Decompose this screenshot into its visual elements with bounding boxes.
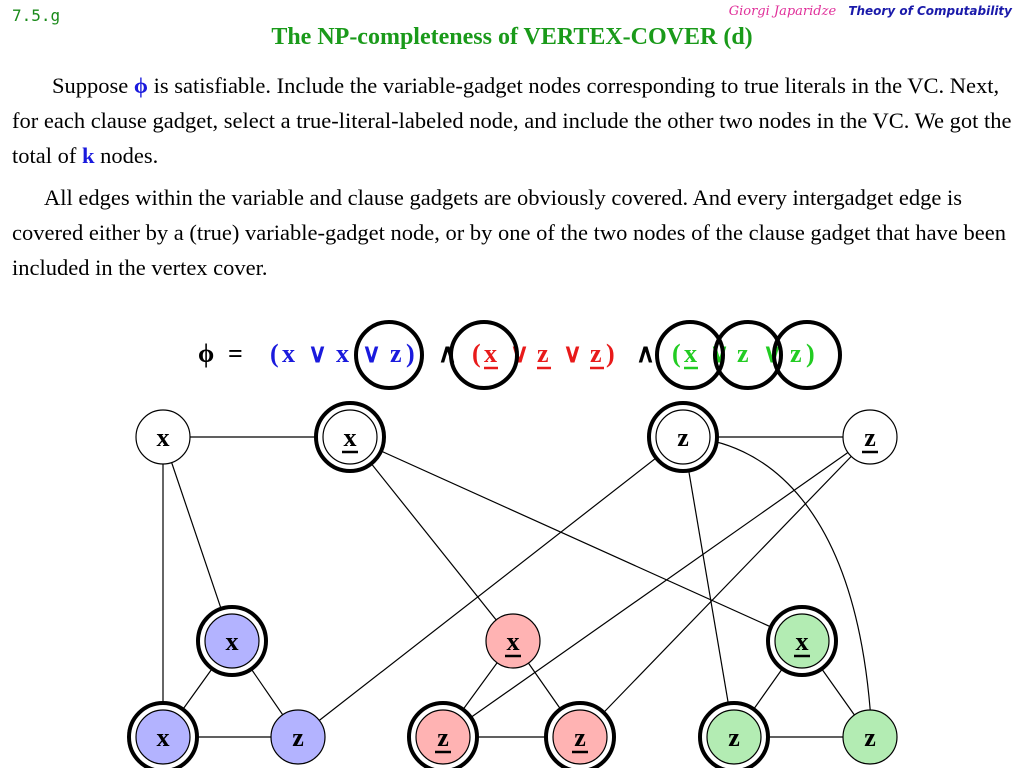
- graph-nodes: x x z z x x z x z z x z z: [127, 401, 898, 768]
- formula-cover-rings: [354, 320, 842, 390]
- graph-edges: [162, 436, 873, 738]
- graph-node: z: [647, 401, 719, 473]
- p1-part-d: nodes.: [100, 143, 159, 168]
- node-circle: [204, 613, 260, 669]
- graph-node: x: [135, 409, 191, 465]
- node-label: z: [864, 423, 876, 452]
- graph-edge: [442, 436, 871, 738]
- formula-literal: x: [336, 339, 349, 368]
- node-label: x: [344, 423, 357, 452]
- node-circle: [135, 409, 191, 465]
- p2-text: All edges within the variable and clause…: [12, 185, 1006, 280]
- formula-literal: z: [390, 339, 402, 368]
- formula-and: ∧: [636, 339, 655, 368]
- paragraph-2: All edges within the variable and clause…: [12, 180, 1012, 285]
- node-circle: [552, 709, 608, 765]
- graph-edge: [297, 436, 684, 738]
- node-label: z: [437, 723, 449, 752]
- node-circle: [322, 409, 378, 465]
- node-label: x: [226, 627, 239, 656]
- graph-edge: [349, 436, 803, 642]
- node-label: x: [157, 423, 170, 452]
- cover-ring: [655, 320, 725, 390]
- cover-ring: [449, 320, 519, 390]
- formula-or: ∨: [362, 339, 381, 368]
- formula-equals: =: [228, 339, 243, 368]
- cover-ring: [772, 320, 842, 390]
- graph-node: z: [270, 709, 326, 765]
- slide-title: The NP-completeness of VERTEX-COVER (d): [271, 24, 753, 50]
- graph-node: z: [842, 709, 898, 765]
- formula-literal: x: [282, 339, 295, 368]
- node-circle: [842, 409, 898, 465]
- paragraph-1: Suppose ϕ is satisfiable. Include the va…: [12, 68, 1012, 173]
- node-label: x: [796, 627, 809, 656]
- node-label: z: [864, 723, 876, 752]
- node-circle: [485, 613, 541, 669]
- graph-node: x: [127, 701, 199, 768]
- node-label: x: [157, 723, 170, 752]
- graph-node: z: [407, 701, 479, 768]
- graph-node: z: [544, 701, 616, 768]
- formula: ϕ=∧∧(x∨x∨z)(x∨z∨z)(x∨z∨z): [198, 339, 815, 370]
- p1-part-c: Include the variable-gadget nodes corres…: [12, 73, 1012, 168]
- graph-node: x: [485, 613, 541, 669]
- formula-literal: z: [537, 339, 549, 368]
- k-symbol: k: [81, 143, 95, 168]
- graph-node: x: [766, 605, 838, 677]
- formula-paren-open: (: [270, 339, 279, 368]
- formula-literal: x: [684, 339, 697, 368]
- node-circle: [842, 709, 898, 765]
- phi-symbol: ϕ: [133, 73, 148, 98]
- formula-literal: z: [790, 339, 802, 368]
- node-label: z: [292, 723, 304, 752]
- header-credit: Giorgi Japaridze Theory of Computability: [729, 4, 1012, 19]
- formula-literal: x: [484, 339, 497, 368]
- graph-edge: [349, 436, 514, 642]
- formula-literal: z: [737, 339, 749, 368]
- node-circle: [135, 709, 191, 765]
- node-circle: [774, 613, 830, 669]
- node-label: z: [574, 723, 586, 752]
- graph-edge: [682, 436, 873, 738]
- graph-node: x: [196, 605, 268, 677]
- formula-paren-open: (: [472, 339, 481, 368]
- node-label: z: [728, 723, 740, 752]
- node-circle: [655, 409, 711, 465]
- node-circle: [706, 709, 762, 765]
- formula-or: ∨: [308, 339, 327, 368]
- graph-node: x: [314, 401, 386, 473]
- formula-paren-close: ): [806, 339, 815, 368]
- course-name: Theory of Computability: [848, 4, 1012, 18]
- graph-edge: [682, 436, 735, 738]
- graph-node: z: [842, 409, 898, 465]
- formula-literal: z: [590, 339, 602, 368]
- p1-part-b: is satisfiable.: [153, 73, 272, 98]
- cover-ring: [354, 320, 424, 390]
- formula-paren-close: ): [606, 339, 615, 368]
- author-name: Giorgi Japaridze: [728, 4, 837, 19]
- formula-paren-open: (: [672, 339, 681, 368]
- formula-phi: ϕ: [198, 339, 214, 368]
- p1-part-a: Suppose: [52, 73, 129, 98]
- formula-or: ∨: [563, 339, 582, 368]
- graph-edge: [579, 436, 871, 738]
- cover-ring: [713, 320, 783, 390]
- node-circle: [415, 709, 471, 765]
- node-label: x: [507, 627, 520, 656]
- node-circle: [270, 709, 326, 765]
- slide-number: 7.5.g: [12, 6, 61, 25]
- graph-node: z: [698, 701, 770, 768]
- node-label: z: [677, 423, 689, 452]
- formula-paren-close: ): [406, 339, 415, 368]
